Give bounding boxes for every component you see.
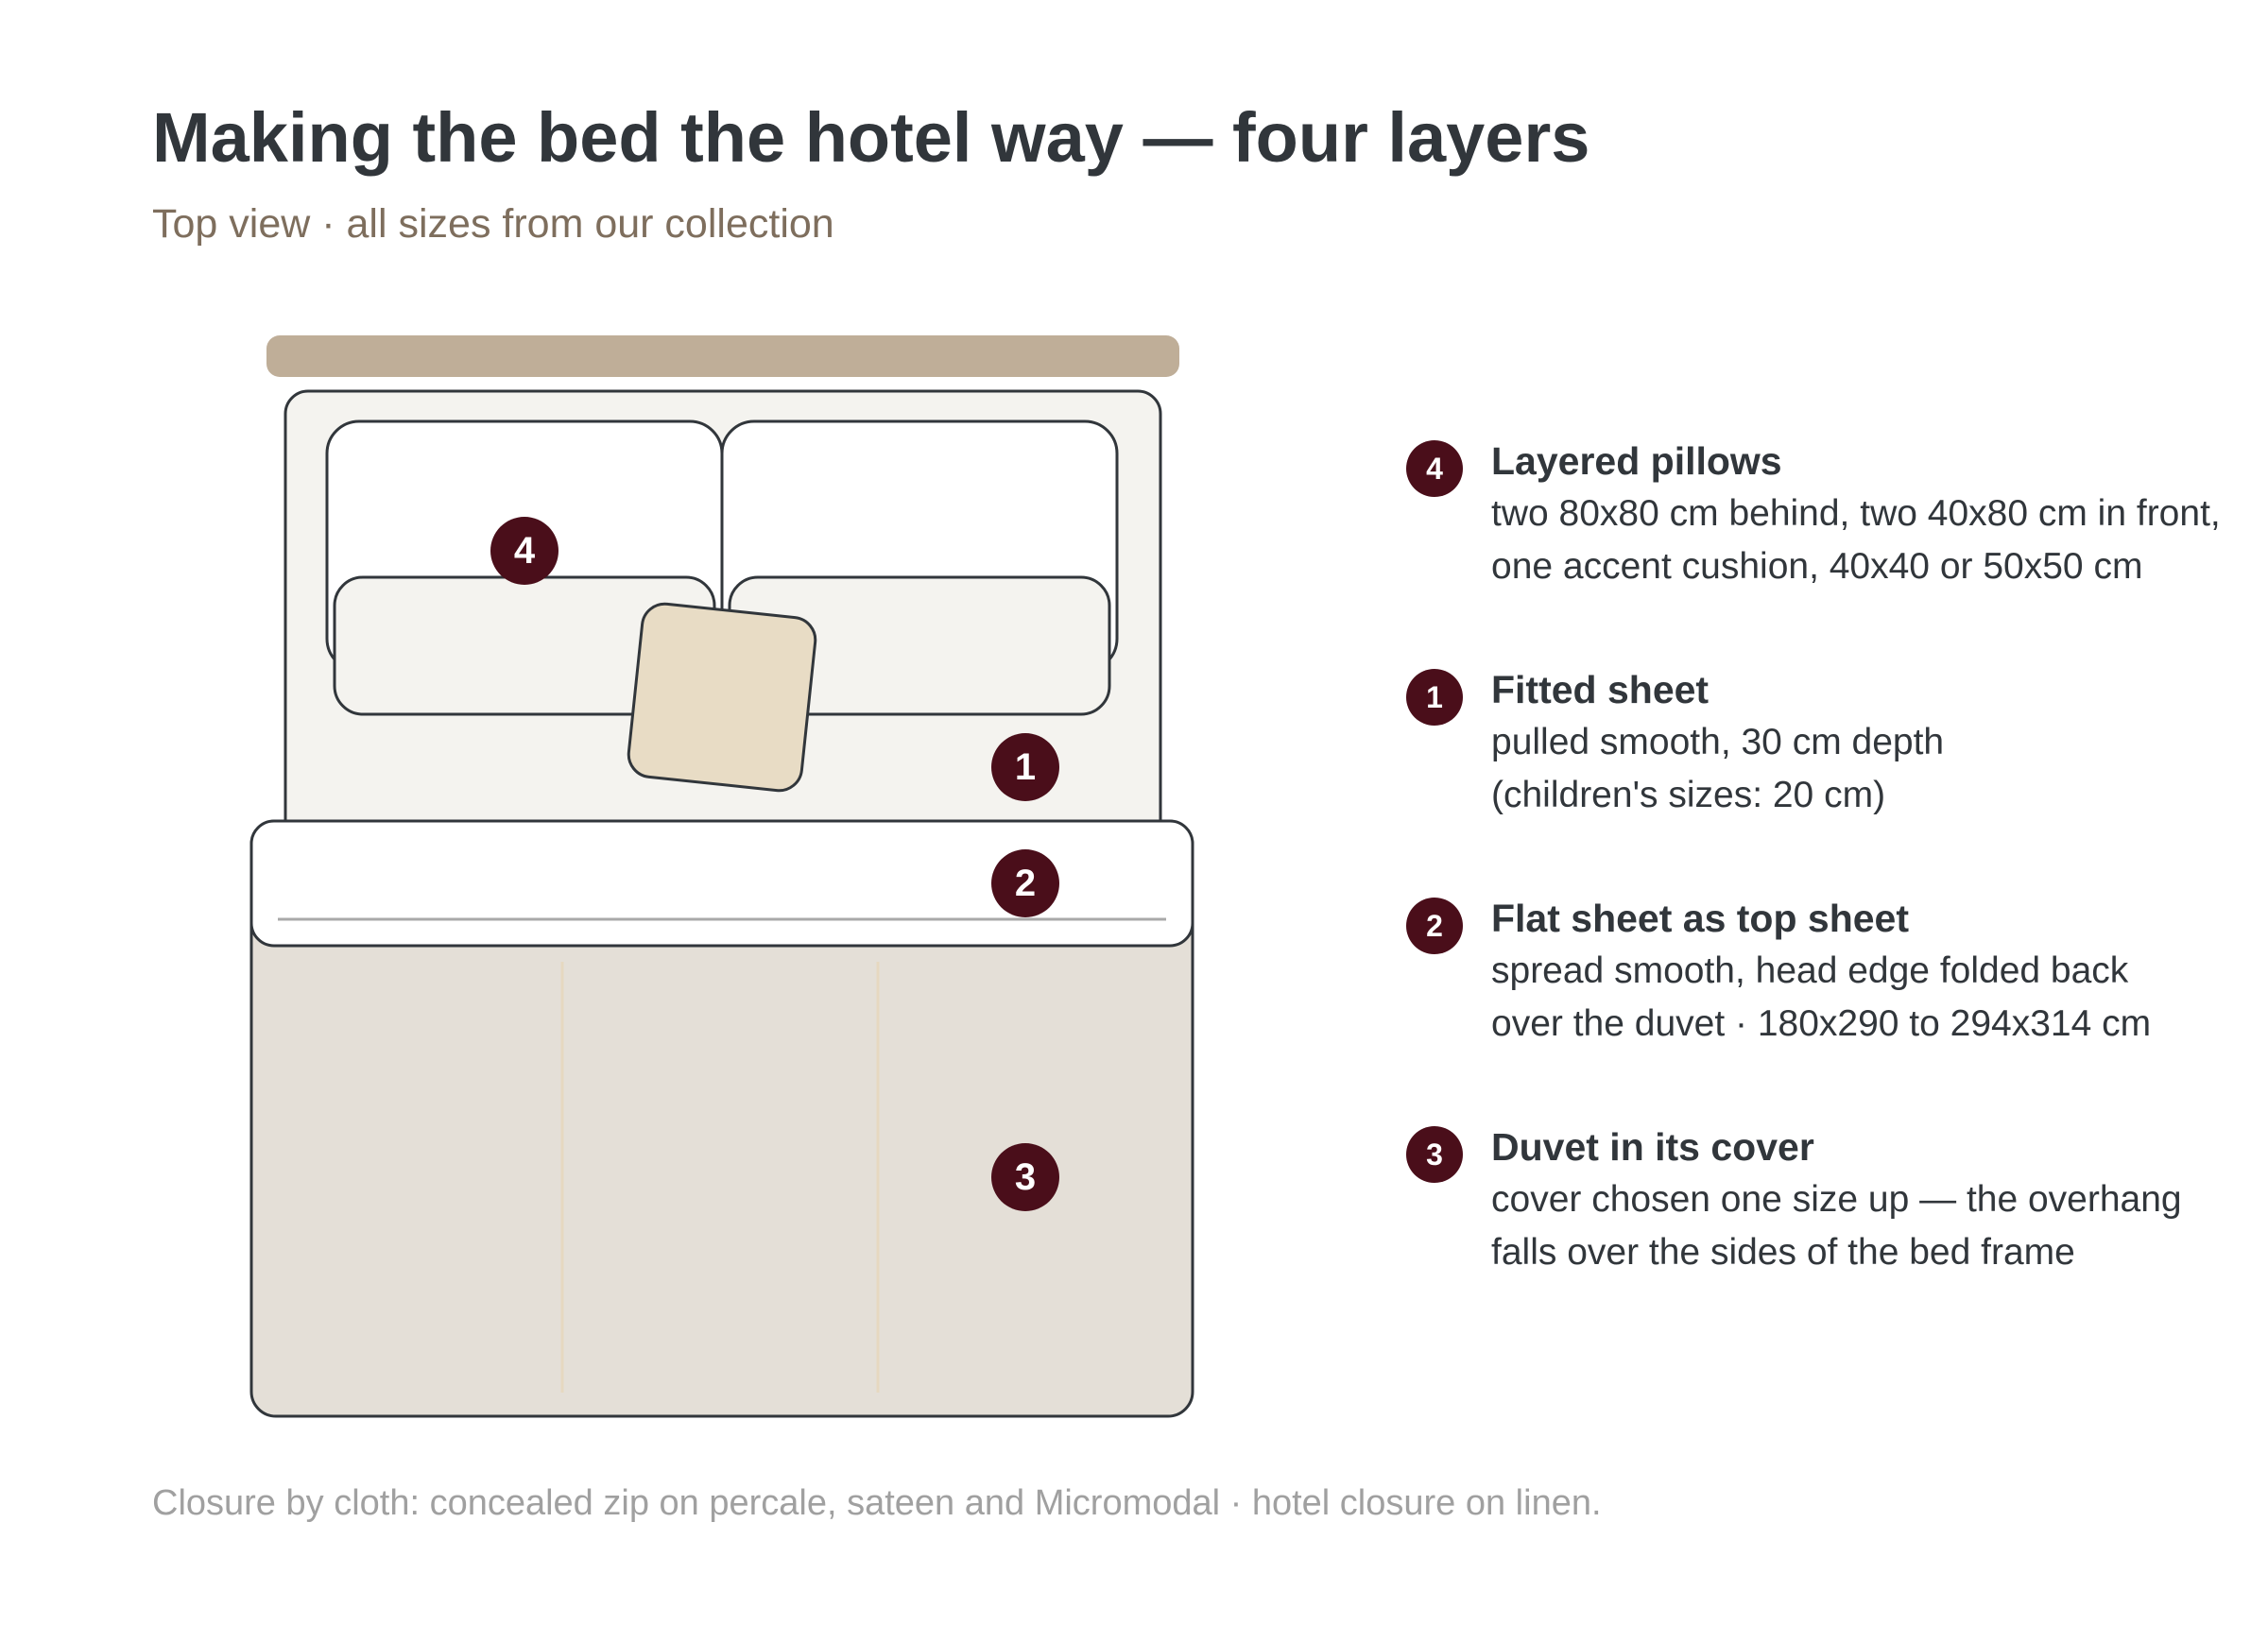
svg-text:1: 1 [1015, 746, 1036, 788]
page-subtitle: Top view · all sizes from our collection [152, 201, 834, 247]
legend-title: Flat sheet as top sheet [1491, 897, 1910, 940]
legend-description-line: pulled smooth, 30 cm depth [1491, 722, 1945, 762]
legend-description-line: two 80x80 cm behind, two 40x80 cm in fro… [1491, 493, 2221, 534]
legend-title: Duvet in its cover [1491, 1125, 1814, 1169]
legend-title: Fitted sheet [1491, 668, 1710, 711]
legend-badge: 2 [1406, 898, 1463, 954]
marker-flat-sheet: 2 [991, 849, 1059, 917]
bed-diagram: 4 1 2 3 [249, 335, 1194, 1418]
legend-description-line: over the duvet · 180x290 to 294x314 cm [1491, 1003, 2152, 1044]
flat-sheet-fold [249, 819, 1194, 948]
legend-description-line: falls over the sides of the bed frame [1491, 1232, 2075, 1273]
footnote: Closure by cloth: concealed zip on perca… [152, 1483, 1602, 1523]
legend-description-line: cover chosen one size up — the overhang [1491, 1179, 2182, 1220]
legend-title: Layered pillows [1491, 439, 1782, 483]
legend-text: Flat sheet as top sheet spread smooth, h… [1491, 892, 2257, 1051]
legend-description-line: spread smooth, head edge folded back [1491, 950, 2129, 991]
svg-text:3: 3 [1015, 1156, 1036, 1198]
legend-description-line: (children's sizes: 20 cm) [1491, 775, 1886, 815]
legend-text: Fitted sheet pulled smooth, 30 cm depth … [1491, 663, 2257, 822]
svg-text:4: 4 [514, 530, 536, 572]
legend-badge: 4 [1406, 440, 1463, 497]
headboard [266, 335, 1179, 377]
legend-description-line: one accent cushion, 40x40 or 50x50 cm [1491, 546, 2143, 587]
legend-text: Layered pillows two 80x80 cm behind, two… [1491, 435, 2257, 593]
page-title: Making the bed the hotel way — four laye… [152, 98, 1590, 177]
legend-badge: 3 [1406, 1126, 1463, 1183]
marker-fitted-sheet: 1 [991, 733, 1059, 801]
legend-badge: 1 [1406, 669, 1463, 726]
accent-cushion [627, 602, 817, 793]
marker-duvet: 3 [991, 1143, 1059, 1211]
svg-text:2: 2 [1015, 863, 1036, 904]
marker-pillows: 4 [490, 517, 558, 585]
legend-text: Duvet in its cover cover chosen one size… [1491, 1120, 2257, 1279]
